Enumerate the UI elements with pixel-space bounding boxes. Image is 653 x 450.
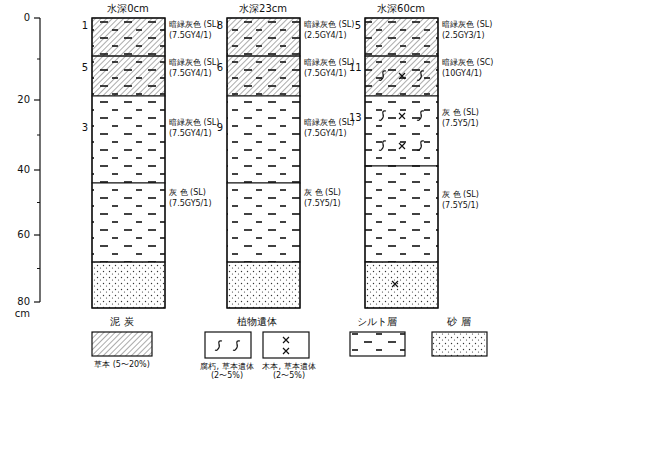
wood-symbol bbox=[283, 348, 289, 354]
sample-number: 1 bbox=[76, 20, 88, 32]
silt-dashes bbox=[365, 18, 438, 56]
soil-layer bbox=[365, 56, 438, 96]
plant-symbol bbox=[417, 141, 424, 151]
soil-layer bbox=[92, 262, 165, 308]
legend-title: 植物遺体 bbox=[237, 316, 277, 328]
depth-tick-label: 80 bbox=[4, 296, 30, 308]
layer-description: (7.5GY4/1) bbox=[304, 129, 347, 138]
wood-symbol bbox=[399, 73, 405, 79]
layer-description: (7.5GY5/1) bbox=[169, 199, 212, 208]
layer-description: (7.5Y5/1) bbox=[304, 199, 341, 208]
soil-layer bbox=[365, 96, 438, 166]
peat-swatch bbox=[92, 332, 152, 356]
column-header: 水深0cm bbox=[107, 3, 149, 15]
legend-note: 腐朽, 草本遺体 (2〜5%) bbox=[196, 362, 258, 380]
sample-number: 5 bbox=[76, 62, 88, 74]
soil-layer bbox=[227, 18, 300, 56]
soil-layer bbox=[227, 183, 300, 262]
layer-description: 暗緑灰色 (SL) bbox=[169, 20, 219, 29]
soil-layer bbox=[92, 56, 165, 96]
soil-layer bbox=[365, 262, 438, 308]
legend-title: 砂 層 bbox=[447, 316, 470, 328]
wood-symbol bbox=[399, 143, 405, 149]
layer-description: 灰 色 (SL) bbox=[442, 190, 479, 199]
layer-description: (7.5Y5/1) bbox=[442, 201, 479, 210]
plant-symbol bbox=[417, 71, 424, 81]
layer-description: 灰 色 (SL) bbox=[442, 108, 479, 117]
layer-description: (7.5GY4/1) bbox=[169, 69, 212, 78]
soil-layer bbox=[92, 18, 165, 56]
silt-dashes bbox=[227, 96, 300, 183]
depth-tick-label: 60 bbox=[4, 229, 30, 241]
wood-symbol bbox=[283, 337, 289, 343]
plant-symbol bbox=[379, 111, 386, 121]
depth-tick-label: cm bbox=[4, 308, 30, 320]
plant-swatch bbox=[205, 332, 251, 358]
silt-dashes bbox=[365, 56, 438, 96]
silt-dashes bbox=[92, 183, 165, 262]
layer-description: (7.5GY4/1) bbox=[169, 31, 212, 40]
depth-tick-label: 40 bbox=[4, 164, 30, 176]
column-header: 水深23cm bbox=[239, 3, 287, 15]
plant-symbol bbox=[417, 111, 424, 121]
layer-description: 灰 色 (SL) bbox=[304, 188, 341, 197]
legend-title: シルト層 bbox=[357, 316, 397, 328]
soil-layer bbox=[365, 18, 438, 56]
wood-swatch bbox=[263, 332, 309, 358]
silt-swatch bbox=[350, 332, 405, 356]
soil-layer bbox=[365, 166, 438, 262]
layer-description: 暗緑灰色 (SL) bbox=[304, 20, 354, 29]
silt-dashes bbox=[365, 96, 438, 166]
layer-description: (10GY4/1) bbox=[442, 69, 482, 78]
plant-symbol bbox=[379, 71, 386, 81]
depth-tick-label: 0 bbox=[4, 12, 30, 24]
wood-symbol bbox=[399, 113, 405, 119]
soil-column bbox=[227, 18, 300, 308]
depth-tick-label: 20 bbox=[4, 94, 30, 106]
depth-axis bbox=[34, 18, 40, 302]
plant-symbol bbox=[215, 341, 222, 351]
plant-symbol bbox=[379, 141, 386, 151]
soil-layer bbox=[227, 56, 300, 96]
layer-description: 暗緑灰色 (SL) bbox=[304, 58, 354, 67]
sample-number: 3 bbox=[76, 122, 88, 134]
column-outline bbox=[92, 18, 165, 308]
column-header: 水深60cm bbox=[377, 3, 425, 15]
plant-symbol bbox=[233, 341, 240, 351]
silt-dashes bbox=[227, 18, 300, 56]
soil-layer bbox=[92, 183, 165, 262]
layer-description: 暗緑灰色 (SL) bbox=[169, 118, 219, 127]
silt-dashes bbox=[92, 96, 165, 183]
silt-dashes bbox=[92, 18, 165, 56]
soil-layer bbox=[227, 262, 300, 308]
silt-dashes bbox=[227, 183, 300, 262]
layer-description: (2.5GY3/1) bbox=[442, 31, 485, 40]
legend-title: 泥 炭 bbox=[110, 316, 133, 328]
layer-description: (7.5GY4/1) bbox=[169, 129, 212, 138]
layer-description: 灰 色 (SL) bbox=[169, 188, 206, 197]
layer-description: (7.5GY4/1) bbox=[304, 69, 347, 78]
soil-column bbox=[92, 18, 165, 308]
soil-layer bbox=[227, 96, 300, 183]
soil-layer bbox=[92, 96, 165, 183]
sand-swatch bbox=[432, 332, 487, 356]
layer-description: 暗緑灰色 (SL) bbox=[169, 58, 219, 67]
soil-column bbox=[365, 18, 438, 308]
legend-note: 木本, 草本遺体 (2〜5%) bbox=[258, 362, 320, 380]
legend-swatches bbox=[92, 332, 487, 358]
layer-description: 暗緑灰色 (SL) bbox=[304, 118, 354, 127]
layer-description: 暗緑灰色 (SL) bbox=[442, 20, 492, 29]
silt-dashes bbox=[365, 166, 438, 262]
legend-note: 草本 (5〜20%) bbox=[86, 360, 158, 369]
column-outline bbox=[227, 18, 300, 308]
silt-dashes bbox=[92, 56, 165, 96]
layer-description: (7.5Y5/1) bbox=[442, 119, 479, 128]
layer-description: (2.5GY4/1) bbox=[304, 31, 347, 40]
layer-description: 暗緑灰色 (SC) bbox=[442, 58, 493, 67]
silt-dashes bbox=[227, 56, 300, 96]
column-outline bbox=[365, 18, 438, 308]
wood-symbol bbox=[392, 281, 398, 287]
